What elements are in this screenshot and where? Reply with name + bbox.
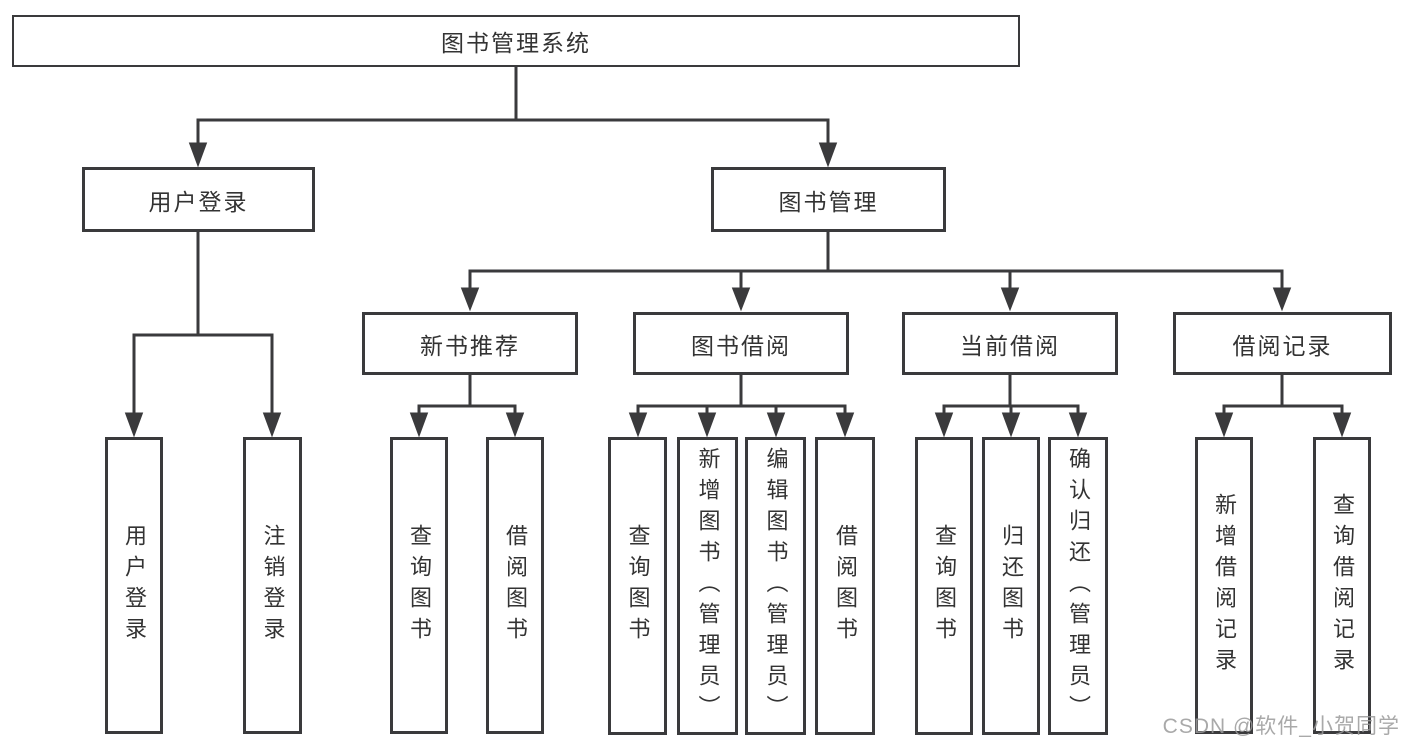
node-label: 查询图书 (407, 523, 432, 648)
connector-root-to-level1 (188, 66, 838, 168)
leaf-borrow-books-recommendation: 借阅图书 (486, 437, 544, 734)
node-label: 查询借阅记录 (1330, 492, 1355, 679)
leaf-query-borrow-record: 查询借阅记录 (1313, 437, 1371, 734)
leaf-return-book: 归还图书 (982, 437, 1040, 735)
leaf-confirm-return-admin: 确认归还（管理员） (1048, 437, 1108, 735)
leaf-edit-book-admin: 编辑图书（管理员） (745, 437, 806, 735)
node-borrowing-records: 借阅记录 (1173, 312, 1392, 375)
leaf-query-books-borrowing: 查询图书 (608, 437, 667, 735)
node-label: 借阅图书 (833, 524, 858, 648)
node-label: 编辑图书（管理员） (763, 446, 789, 726)
node-label: 图书借阅 (691, 332, 791, 359)
leaf-borrow-books-borrowing: 借阅图书 (815, 437, 875, 735)
connector-book-management-to-level2 (460, 231, 1292, 312)
node-label: 确认归还（管理员） (1066, 446, 1091, 726)
node-book-management: 图书管理 (711, 167, 946, 232)
node-label: 图书管理系统 (441, 30, 591, 56)
leaf-query-books-recommendation: 查询图书 (390, 437, 448, 734)
connector-user-login-to-leaves (124, 231, 282, 438)
node-label: 注销登录 (260, 523, 286, 648)
leaf-add-borrow-record: 新增借阅记录 (1195, 437, 1253, 734)
node-current-borrowing: 当前借阅 (902, 312, 1118, 375)
node-book-borrowing: 图书借阅 (633, 312, 849, 375)
node-label: 借阅图书 (503, 523, 528, 648)
node-label: 当前借阅 (960, 332, 1060, 359)
node-label: 用户登录 (148, 188, 249, 215)
node-library-management-system: 图书管理系统 (12, 15, 1020, 67)
connector-new-book-to-leaves (409, 374, 525, 438)
node-new-book-recommendation: 新书推荐 (362, 312, 578, 375)
leaf-user-login: 用户登录 (105, 437, 163, 734)
leaf-query-books-current: 查询图书 (915, 437, 973, 735)
node-label: 新书推荐 (420, 332, 520, 359)
leaf-add-book-admin: 新增图书（管理员） (677, 437, 738, 735)
connector-current-borrowing-to-leaves (934, 374, 1088, 438)
connector-borrowing-records-to-leaves (1214, 374, 1352, 438)
node-label: 归还图书 (999, 524, 1024, 648)
node-label: 图书管理 (778, 188, 879, 215)
watermark-text: CSDN @软件_小贺同学 (1162, 715, 1400, 738)
node-label: 查询图书 (932, 524, 957, 648)
leaf-logout: 注销登录 (243, 437, 302, 734)
connector-book-borrowing-to-leaves (628, 374, 855, 438)
node-label: 查询图书 (625, 524, 651, 648)
node-label: 新增图书（管理员） (695, 446, 721, 726)
node-user-login: 用户登录 (82, 167, 315, 232)
node-label: 用户登录 (122, 523, 147, 648)
node-label: 借阅记录 (1232, 332, 1333, 359)
node-label: 新增借阅记录 (1212, 492, 1237, 679)
